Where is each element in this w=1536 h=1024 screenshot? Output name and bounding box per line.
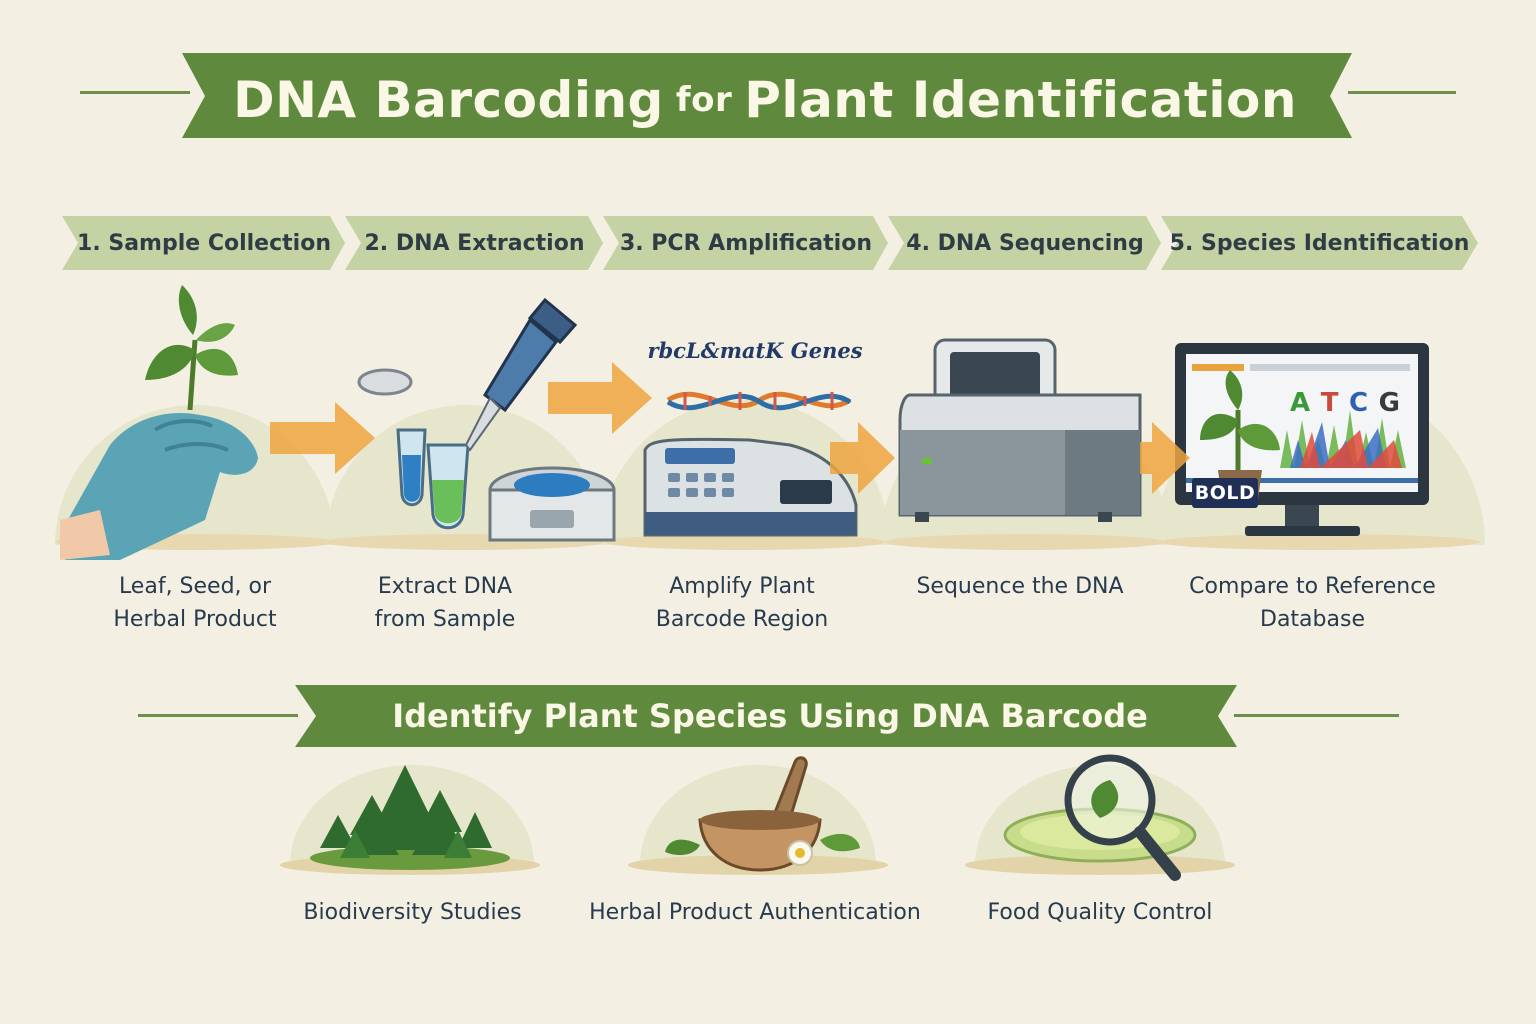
- step-caption-5-line2: Database: [1260, 607, 1365, 632]
- bold-database-logo: BOLD: [1192, 478, 1258, 508]
- title-banner-shape: [182, 53, 1352, 138]
- step-chevron-bar: [62, 216, 1478, 270]
- step-caption-2: Extract DNA from Sample: [325, 570, 565, 636]
- arrow-4: [1140, 422, 1190, 494]
- step-caption-4: Sequence the DNA: [895, 570, 1145, 603]
- step-caption-3-line2: Barcode Region: [655, 607, 829, 632]
- process-arrows: [270, 362, 1190, 494]
- step-caption-5: Compare to Reference Database: [1175, 570, 1450, 636]
- mortar-pestle-icon: [628, 756, 888, 875]
- step-label-4: 4. DNA Sequencing: [906, 230, 1144, 256]
- arrow-2: [548, 362, 652, 434]
- title-rule-right: [1348, 91, 1456, 94]
- base-a: A: [1290, 388, 1311, 418]
- subtitle-banner: [295, 685, 1237, 747]
- application-biodiversity: Biodiversity Studies: [303, 900, 522, 925]
- step-caption-3: Amplify Plant Barcode Region: [612, 570, 872, 636]
- step-label-1: 1. Sample Collection: [77, 230, 331, 256]
- step-chevron-1: [62, 216, 345, 270]
- step-caption-2-line2: from Sample: [374, 607, 516, 632]
- pcr-machine-dna-helix-icon: [643, 391, 858, 537]
- arrow-1: [270, 402, 375, 474]
- application-herbal-authentication: Herbal Product Authentication: [589, 900, 921, 925]
- title-banner: [0, 0, 1536, 150]
- application-illustrations: [280, 754, 1235, 881]
- step-caption-4-line1: Sequence the DNA: [916, 574, 1124, 599]
- dna-sequencer-icon: [898, 338, 1142, 522]
- application-food-quality: Food Quality Control: [987, 900, 1213, 925]
- step-chevron-4: [888, 216, 1161, 270]
- computer-monitor-database-icon: [1175, 343, 1429, 536]
- step-caption-5-line1: Compare to Reference: [1189, 574, 1436, 599]
- step-chevron-2: [345, 216, 603, 270]
- process-illustrations: [55, 285, 1485, 560]
- title-part2: Plant Identification: [744, 71, 1297, 129]
- step-chevron-3: [603, 216, 888, 270]
- step-caption-1-line1: Leaf, Seed, or: [118, 574, 272, 599]
- step-chevron-5: [1161, 216, 1478, 270]
- title-rule-left: [80, 91, 190, 94]
- dna-extraction-tools-icon: [357, 297, 616, 542]
- forest-icon: [280, 765, 540, 875]
- subtitle-rule-left: [138, 714, 298, 717]
- dna-bases: A T C G: [1290, 388, 1400, 418]
- arrow-3: [830, 422, 895, 494]
- magnifier-petri-icon: [965, 754, 1235, 881]
- title-part1: DNA Barcoding: [233, 71, 664, 129]
- subtitle-rule-right: [1234, 714, 1399, 717]
- step-label-3: 3. PCR Amplification: [619, 230, 872, 256]
- step-caption-1: Leaf, Seed, or Herbal Product: [75, 570, 315, 636]
- step-caption-3-line1: Amplify Plant: [669, 574, 815, 599]
- gloved-hand-seedling-icon: [60, 285, 258, 560]
- title-for: for: [675, 80, 733, 120]
- step-label-5: 5. Species Identification: [1169, 230, 1470, 256]
- subtitle: Identify Plant Species Using DNA Barcode: [392, 697, 1148, 735]
- page-title: DNA Barcoding for Plant Identification: [210, 66, 1320, 134]
- gene-label: rbcL&matK Genes: [647, 338, 863, 363]
- step-caption-1-line2: Herbal Product: [113, 607, 277, 632]
- base-g: G: [1378, 388, 1400, 418]
- base-c: C: [1349, 388, 1369, 418]
- step-caption-2-line1: Extract DNA: [377, 574, 513, 599]
- step-label-2: 2. DNA Extraction: [364, 230, 585, 256]
- base-t: T: [1320, 388, 1339, 418]
